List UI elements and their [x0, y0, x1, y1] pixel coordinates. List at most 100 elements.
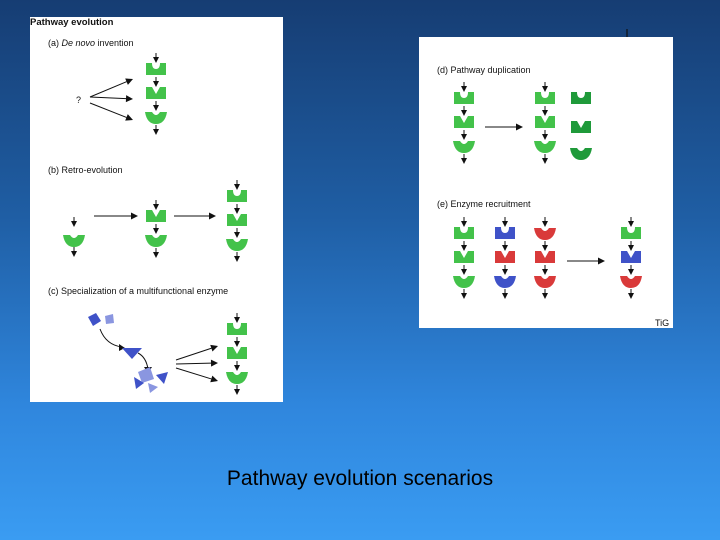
enzyme-bowl — [620, 276, 642, 288]
arrow-head — [542, 245, 548, 251]
arrow-shaft — [175, 367, 212, 380]
arrow-head — [234, 208, 240, 214]
enzyme-block — [495, 227, 515, 239]
arrow-head — [125, 95, 133, 103]
substrate-pentagon — [105, 314, 114, 324]
enzyme-block — [621, 251, 641, 263]
enzyme-fragment — [134, 377, 144, 389]
arrow-head — [502, 245, 508, 251]
arrow-head — [153, 57, 159, 63]
arrow-shaft — [175, 347, 212, 361]
left-figure-panel: Pathway evolution (a) De novo invention … — [30, 17, 283, 402]
arrow-shaft — [175, 362, 212, 365]
arrow-head — [542, 158, 548, 164]
arrow-head — [461, 269, 467, 275]
enzyme-block — [535, 92, 555, 104]
arrow-head — [131, 212, 138, 220]
arrow-head — [234, 341, 240, 347]
section-c-label: (c) Specialization of a multifunctional … — [48, 286, 228, 296]
pathway-diagram-left: Pathway evolution (a) De novo invention … — [30, 17, 248, 395]
arrow-head — [153, 105, 159, 111]
arrow-head — [461, 221, 467, 227]
enzyme-bowl — [453, 276, 475, 288]
arrow-head — [542, 134, 548, 140]
enzyme-bowl — [494, 276, 516, 288]
arrow-head — [153, 228, 159, 234]
enzyme-block — [454, 92, 474, 104]
enzyme-fragment — [138, 367, 154, 383]
enzyme-bowl — [145, 112, 167, 124]
section-d-label: (d) Pathway duplication — [437, 65, 531, 75]
arrow-head — [209, 212, 216, 220]
arrow-head — [461, 134, 467, 140]
arrow-head — [628, 245, 634, 251]
enzyme-block — [454, 227, 474, 239]
arrow-head — [461, 158, 467, 164]
enzyme-bowl — [226, 372, 248, 384]
enzyme-triangle — [122, 348, 142, 359]
arrow-head — [234, 317, 240, 323]
enzyme-bowl — [570, 148, 592, 160]
arrow-head — [125, 78, 133, 85]
panel-title: Pathway evolution — [30, 17, 114, 28]
arrow-head — [542, 221, 548, 227]
arrow-head — [542, 293, 548, 299]
arrow-head — [71, 251, 77, 257]
arrow-shaft — [89, 96, 127, 100]
arrow-shaft — [89, 102, 127, 118]
section-e-label: (e) Enzyme recruitment — [437, 199, 531, 209]
arrow-head — [516, 123, 523, 131]
arrow-head — [461, 245, 467, 251]
arrow-head — [628, 293, 634, 299]
arrow-head — [234, 184, 240, 190]
enzyme-bowl — [534, 276, 556, 288]
enzyme-fragment — [156, 372, 168, 384]
right-figure-panel: (d) Pathway duplication (e) Enzyme recru… — [419, 37, 673, 328]
enzyme-bowl — [63, 235, 85, 247]
enzyme-block — [535, 116, 555, 128]
arrow-head — [153, 129, 159, 135]
enzyme-block — [227, 190, 247, 202]
arrow-head — [125, 114, 133, 121]
arrow-head — [542, 269, 548, 275]
arrow-head — [502, 221, 508, 227]
enzyme-block — [146, 210, 166, 222]
question-mark: ? — [76, 95, 81, 105]
arrow-head — [210, 359, 218, 367]
enzyme-block — [227, 214, 247, 226]
curved-arrow — [137, 352, 149, 370]
arrow-head — [234, 365, 240, 371]
enzyme-bowl — [534, 228, 556, 240]
arrow-head — [502, 293, 508, 299]
arrow-head — [461, 86, 467, 92]
section-b-label: (b) Retro-evolution — [48, 165, 123, 175]
arrow-head — [461, 293, 467, 299]
enzyme-block — [495, 251, 515, 263]
enzyme-bowl — [145, 235, 167, 247]
arrow-head — [210, 344, 218, 352]
enzyme-block — [621, 227, 641, 239]
arrow-head — [598, 257, 605, 265]
arrow-head — [234, 389, 240, 395]
enzyme-block — [571, 92, 591, 104]
enzyme-block — [227, 323, 247, 335]
arrow-head — [542, 86, 548, 92]
arrow-head — [542, 110, 548, 116]
enzyme-bowl — [534, 141, 556, 153]
arrow-head — [119, 344, 125, 351]
enzyme-bowl — [226, 239, 248, 251]
arrow-head — [628, 269, 634, 275]
enzyme-block — [146, 63, 166, 75]
substrate-diamond — [88, 313, 101, 326]
enzyme-fragment — [148, 383, 158, 393]
figure-tag: TiG — [655, 318, 669, 328]
arrow-head — [461, 110, 467, 116]
enzyme-bowl — [453, 141, 475, 153]
enzyme-block — [146, 87, 166, 99]
enzyme-block — [227, 347, 247, 359]
arrow-head — [153, 204, 159, 210]
arrow-head — [234, 256, 240, 262]
arrow-head — [628, 221, 634, 227]
arrow-head — [153, 81, 159, 87]
arrow-head — [210, 375, 218, 383]
